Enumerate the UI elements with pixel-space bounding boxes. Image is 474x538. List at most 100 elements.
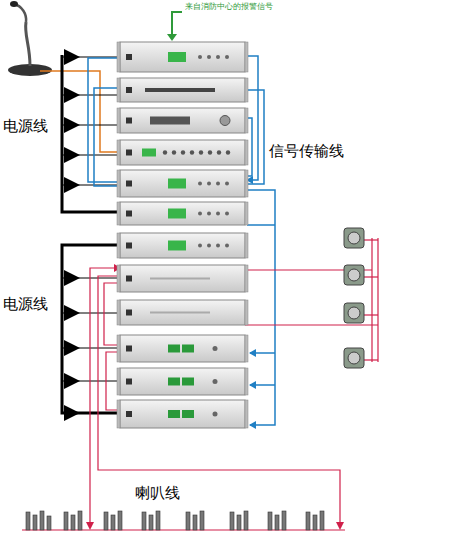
knob	[225, 55, 229, 59]
knob	[198, 244, 202, 248]
knob	[216, 55, 220, 59]
speaker-wire	[245, 324, 378, 325]
mic-gooseneck	[26, 22, 30, 66]
column-speaker	[275, 515, 279, 530]
power-switch	[126, 310, 132, 316]
column-speaker	[313, 515, 317, 530]
unit-panel	[120, 140, 245, 165]
column-speaker	[40, 511, 44, 530]
rack-unit	[117, 42, 248, 72]
rack-ear	[117, 300, 120, 325]
speaker-arrows	[86, 264, 344, 530]
column-speaker	[268, 512, 272, 530]
signal-wire	[247, 190, 275, 425]
knob	[216, 182, 220, 186]
arrow-head	[64, 373, 80, 389]
unit-panel	[120, 335, 245, 362]
column-speaker	[156, 511, 160, 530]
speaker-line-label: 喇叭线	[134, 485, 181, 502]
column-speaker	[237, 515, 241, 530]
speaker-cone	[348, 232, 360, 244]
column-speaker	[306, 512, 310, 530]
rack-ear	[117, 78, 120, 102]
power-line-label: 电源线	[2, 118, 49, 135]
column-speaker	[142, 512, 146, 530]
speaker-wire	[98, 276, 340, 525]
column-speaker	[78, 511, 82, 530]
speaker-cone	[348, 307, 360, 319]
rack-ear	[117, 400, 120, 428]
speaker-wire	[371, 238, 372, 362]
power-wire	[62, 55, 120, 212]
column-speaker	[193, 515, 197, 530]
microphone	[8, 1, 52, 76]
lcd-display	[168, 241, 186, 251]
knob	[198, 212, 202, 216]
tuning-knob	[220, 116, 230, 126]
column-speaker	[47, 516, 51, 530]
power-switch	[126, 150, 132, 156]
arrow-head	[64, 177, 80, 193]
column-speakers	[26, 511, 324, 530]
signal-wire	[88, 58, 122, 182]
knob	[198, 55, 202, 59]
tuner-display	[150, 117, 190, 125]
column-speaker	[244, 511, 248, 530]
column-speaker	[104, 512, 108, 530]
power-wire	[62, 245, 120, 413]
unit-panel	[120, 42, 245, 72]
rack-unit	[117, 335, 248, 362]
unit-panel	[120, 170, 245, 197]
signal-lines	[88, 56, 275, 425]
rack-ear	[245, 170, 248, 197]
level-meter	[168, 378, 180, 386]
arrow-head	[249, 421, 256, 429]
knob	[213, 346, 218, 351]
knob	[198, 182, 202, 186]
power-switch	[126, 54, 132, 60]
knob	[207, 212, 211, 216]
rack-unit	[117, 300, 248, 325]
ceiling-speaker	[344, 303, 364, 323]
rack-unit	[117, 78, 248, 102]
rack-ear	[245, 140, 248, 165]
rack-ear	[245, 202, 248, 225]
column-speaker	[71, 515, 75, 530]
rack-ear	[117, 233, 120, 258]
knob	[217, 150, 221, 154]
power-arrows-2	[64, 270, 80, 421]
column-speaker	[149, 515, 153, 530]
level-meter	[182, 410, 194, 418]
power-line-1	[62, 55, 120, 212]
rack-unit	[117, 368, 248, 395]
mic-signal-line	[40, 71, 122, 152]
speaker-lines	[22, 238, 378, 530]
knob	[225, 182, 229, 186]
power-switch	[126, 243, 132, 249]
panel-groove	[150, 312, 210, 314]
column-speaker	[64, 512, 68, 530]
power-switch	[126, 379, 132, 385]
unit-panel	[120, 368, 245, 395]
mic-gooseneck	[14, 4, 26, 22]
knob	[213, 412, 218, 417]
knob	[225, 244, 229, 248]
level-meter	[182, 345, 194, 353]
power-switch	[126, 411, 132, 417]
level-meter	[168, 345, 180, 353]
knob	[216, 244, 220, 248]
rack-ear	[117, 265, 120, 292]
knob	[207, 182, 211, 186]
arrow-head	[64, 305, 80, 321]
rack-unit	[117, 202, 248, 225]
rack-ear	[245, 233, 248, 258]
level-meter	[182, 378, 194, 386]
column-speaker	[118, 511, 122, 530]
rack-ear	[117, 140, 120, 165]
speaker-wire	[90, 268, 122, 525]
ceiling-speaker	[344, 348, 364, 368]
arrow-head	[336, 522, 344, 530]
unit-panel	[120, 233, 245, 258]
